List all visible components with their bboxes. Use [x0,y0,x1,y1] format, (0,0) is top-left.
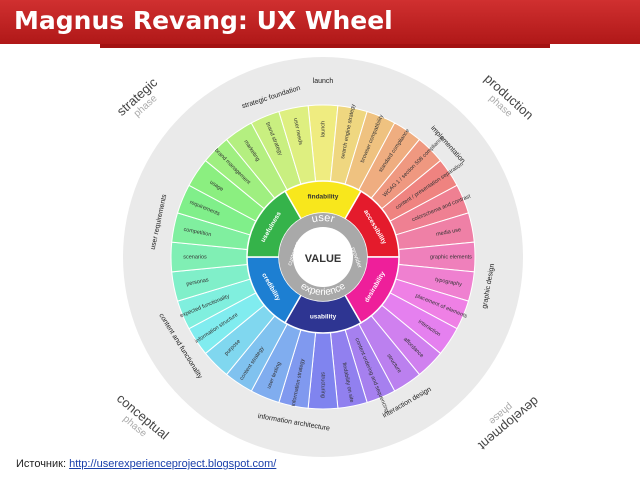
segment-label-user-needs: user needs [292,118,303,146]
center-circle [293,227,353,287]
inner-ring: user experience provider customer VALUE [279,212,367,301]
segment-label-typography: typography [435,277,463,288]
segment-label-scenarios: scenarios [183,254,207,260]
segment-label-personas: personas [186,277,210,287]
core-label-usability: usability [310,314,337,321]
title-bar [0,0,640,44]
experience-label: experience [298,280,347,298]
segment-label-competition: competition [183,227,212,238]
source-label: Источник: [16,458,67,470]
segment-label-graphic-elements: graphic elements [430,254,472,260]
segment-label-structuring: structuring [320,372,326,398]
source-line: Источник: http://userexperienceproject.b… [16,458,276,470]
core-label-findability: findability [308,194,339,201]
slide-title: Magnus Revang: UX Wheel [14,6,393,35]
segment-label-launch: launch [320,121,326,137]
core-segments: findabilityaccessibilitydesirabilityusab… [246,180,400,334]
segment-label-media-use: media use [436,227,462,238]
value-label: VALUE [305,253,341,265]
source-link[interactable]: http://userexperienceproject.blogspot.co… [69,458,277,470]
title-underline [100,44,550,48]
user-label: user [311,212,337,226]
ring-label-launch: launch [313,78,334,85]
